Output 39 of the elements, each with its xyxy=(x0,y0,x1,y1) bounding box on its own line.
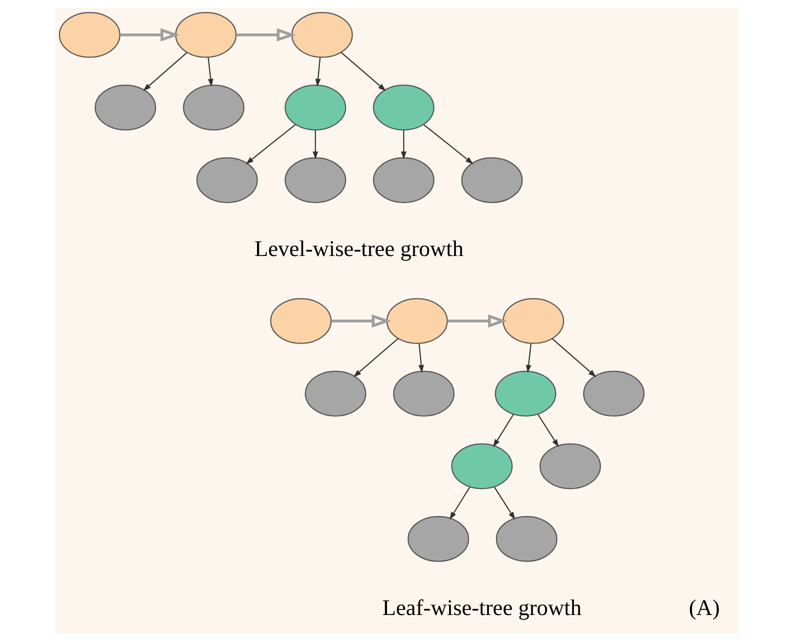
node-circle xyxy=(284,157,346,204)
arrow xyxy=(537,414,558,448)
arrow xyxy=(330,314,390,328)
arrow xyxy=(552,338,596,378)
node-circle xyxy=(284,84,346,130)
node-circle xyxy=(494,370,556,417)
node-circle xyxy=(372,157,434,204)
arrow xyxy=(418,344,424,373)
label: (A) xyxy=(688,594,720,620)
arrow xyxy=(525,344,532,373)
arrow xyxy=(207,57,213,87)
label: Level-wise-tree growth xyxy=(254,236,464,262)
node-circle xyxy=(392,370,454,417)
arrow xyxy=(314,57,320,87)
node-circle xyxy=(495,516,557,562)
arrow xyxy=(142,52,187,91)
node-circle xyxy=(270,298,332,344)
node-circle xyxy=(290,12,352,58)
arrow xyxy=(447,314,507,328)
arrow xyxy=(492,414,514,448)
label: Leaf-wise-tree growth xyxy=(382,594,582,620)
arrow xyxy=(312,130,318,160)
arrow xyxy=(236,28,296,42)
arrow xyxy=(340,52,386,92)
node-circle xyxy=(450,443,512,490)
arrow xyxy=(449,486,470,520)
node-circle xyxy=(502,298,564,344)
node-circle xyxy=(174,12,236,58)
node-circle xyxy=(182,84,244,130)
arrow xyxy=(352,338,398,378)
arrow xyxy=(400,130,406,160)
arrow xyxy=(422,124,473,164)
node-circle xyxy=(407,516,469,562)
node-circle xyxy=(58,12,120,58)
node-circle xyxy=(539,443,600,490)
arrow xyxy=(245,124,296,164)
arrow xyxy=(493,486,515,520)
arrow xyxy=(120,28,180,42)
node-circle xyxy=(386,298,448,344)
